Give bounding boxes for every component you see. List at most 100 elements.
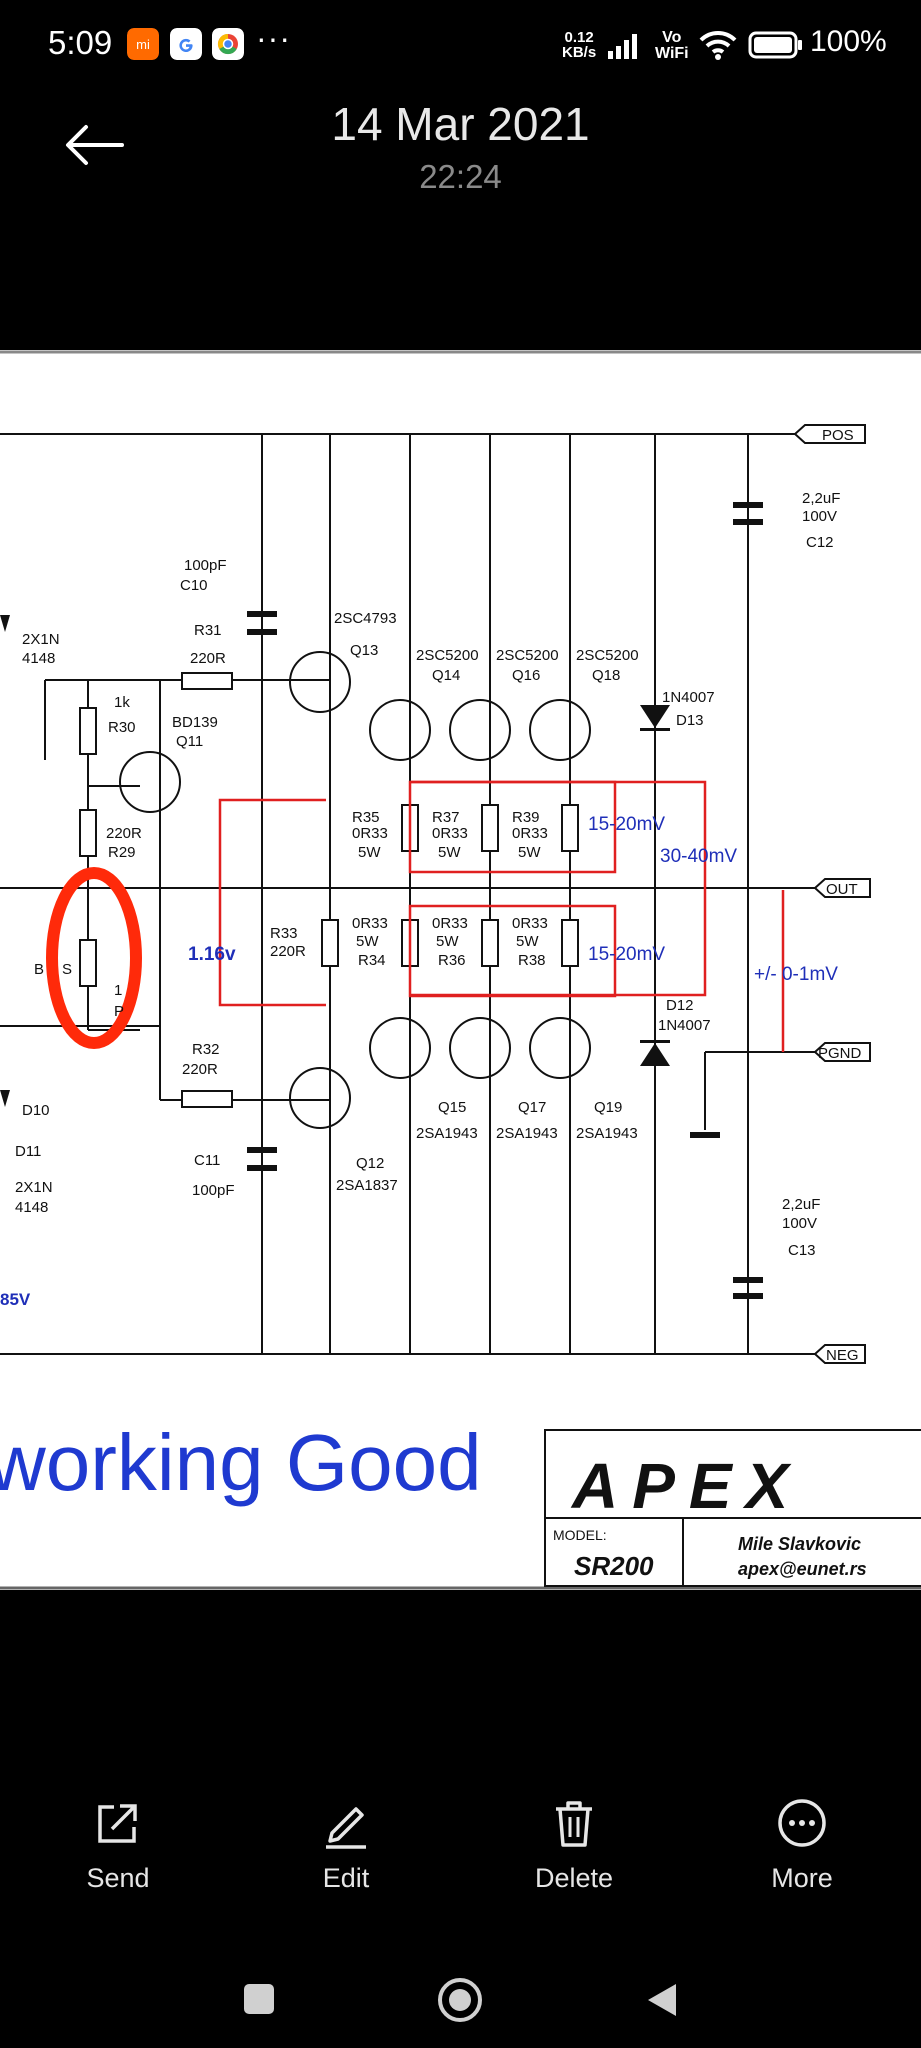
voltage-annotation: 15-20mV [588,814,665,835]
schematic-image: POS OUT PGND NEG 2,2uF 100V C12 2,2uF 10… [0,350,921,1590]
svg-text:1N4007: 1N4007 [662,689,715,706]
svg-text:220R: 220R [182,1061,218,1078]
svg-text:4148: 4148 [22,650,55,667]
svg-text:100pF: 100pF [192,1182,235,1199]
photo-toolbar: Send Edit Delete More [0,1795,921,1915]
title-block [544,1429,921,1587]
recents-button[interactable] [242,1982,276,2016]
system-nav-bar [0,1960,921,2048]
voltage-annotation: 15-20mV [588,944,665,965]
svg-text:100V: 100V [782,1215,817,1232]
status-bar: 5:09 mi ··· 0.12 KB/s Vo WiFi 10 [0,0,921,90]
svg-text:D10: D10 [22,1102,50,1119]
svg-text:MODEL:: MODEL: [553,1527,607,1543]
svg-text:5W: 5W [438,844,461,861]
svg-text:5W: 5W [436,933,459,950]
voltage-annotation: +/- 0-1mV [754,964,838,985]
svg-text:1k: 1k [114,694,130,711]
svg-text:100pF: 100pF [184,557,227,574]
svg-text:R39: R39 [512,809,540,826]
svg-text:100V: 100V [802,508,837,525]
banner-text: working Good [0,1418,482,1507]
back-button[interactable] [60,115,130,175]
vowifi-label: Vo WiFi [655,29,689,62]
square-icon [244,1984,274,2014]
svg-text:R29: R29 [108,844,136,861]
network-speed: 0.12 KB/s [562,29,597,61]
svg-text:2SA1943: 2SA1943 [496,1125,558,1142]
svg-text:Q14: Q14 [432,667,460,684]
edit-button[interactable]: Edit [266,1795,426,1894]
svg-text:Q12: Q12 [356,1155,384,1172]
svg-text:R30: R30 [108,719,136,736]
svg-text:B: B [34,961,44,978]
voltage-annotation: 1.16v [188,944,236,965]
svg-text:C13: C13 [788,1242,816,1259]
mi-app-icon: mi [127,28,159,60]
more-button[interactable]: More [722,1795,882,1894]
back-nav-button[interactable] [642,1980,682,2020]
triangle-back-icon [648,1984,676,2016]
overflow-dots: ··· [256,20,291,56]
svg-text:S: S [62,961,72,978]
svg-text:2SC5200: 2SC5200 [496,647,559,664]
svg-text:1: 1 [114,982,122,999]
svg-text:POS: POS [822,427,854,444]
svg-text:85V: 85V [0,1290,31,1309]
photo-date: 14 Mar 2021 [331,98,590,150]
status-time: 5:09 [48,24,113,61]
svg-text:R36: R36 [438,952,466,969]
chrome-icon [212,28,244,60]
svg-text:0R33: 0R33 [432,825,468,842]
svg-text:Mile Slavkovic: Mile Slavkovic [738,1534,861,1554]
svg-text:Q19: Q19 [594,1099,622,1116]
svg-text:0R33: 0R33 [352,915,388,932]
photo-viewer[interactable]: POS OUT PGND NEG 2,2uF 100V C12 2,2uF 10… [0,350,921,1590]
svg-text:D13: D13 [676,712,704,729]
trash-icon [556,1801,592,1847]
signal-icon [608,34,637,59]
svg-text:R31: R31 [194,622,222,639]
svg-text:BD139: BD139 [172,714,218,731]
svg-text:2X1N: 2X1N [15,1179,53,1196]
svg-text:R33: R33 [270,925,298,942]
send-button[interactable]: Send [38,1795,198,1894]
home-button[interactable] [436,1976,484,2024]
svg-text:D12: D12 [666,997,694,1014]
svg-text:2SA1943: 2SA1943 [576,1125,638,1142]
pencil-icon [326,1807,366,1849]
svg-text:C10: C10 [180,577,208,594]
delete-button[interactable]: Delete [494,1795,654,1894]
svg-text:R38: R38 [518,952,546,969]
svg-text:SR200: SR200 [574,1551,654,1581]
svg-text:0R33: 0R33 [352,825,388,842]
svg-text:C12: C12 [806,534,834,551]
svg-text:OUT: OUT [826,881,858,898]
svg-text:2SC5200: 2SC5200 [416,647,479,664]
svg-text:2,2uF: 2,2uF [782,1196,820,1213]
svg-text:4148: 4148 [15,1199,48,1216]
more-icon [778,1799,826,1847]
svg-text:0R33: 0R33 [432,915,468,932]
battery-icon [748,31,802,59]
svg-text:0R33: 0R33 [512,825,548,842]
share-icon [98,1804,137,1843]
svg-text:5W: 5W [356,933,379,950]
arrow-left-icon [66,125,124,165]
svg-text:apex@eunet.rs: apex@eunet.rs [738,1559,867,1579]
svg-text:5W: 5W [518,844,541,861]
svg-text:Q15: Q15 [438,1099,466,1116]
svg-text:2X1N: 2X1N [22,631,60,648]
highlight-ellipse [46,867,142,1049]
battery-percent: 100% [810,25,887,58]
voltage-annotation: 30-40mV [660,846,737,867]
svg-text:R35: R35 [352,809,380,826]
google-icon [170,28,202,60]
svg-text:220R: 220R [106,825,142,842]
svg-text:mi: mi [136,37,150,52]
svg-text:2SA1943: 2SA1943 [416,1125,478,1142]
svg-text:Q11: Q11 [176,733,203,750]
svg-text:Q13: Q13 [350,642,378,659]
wifi-icon [699,30,737,60]
svg-text:5W: 5W [358,844,381,861]
